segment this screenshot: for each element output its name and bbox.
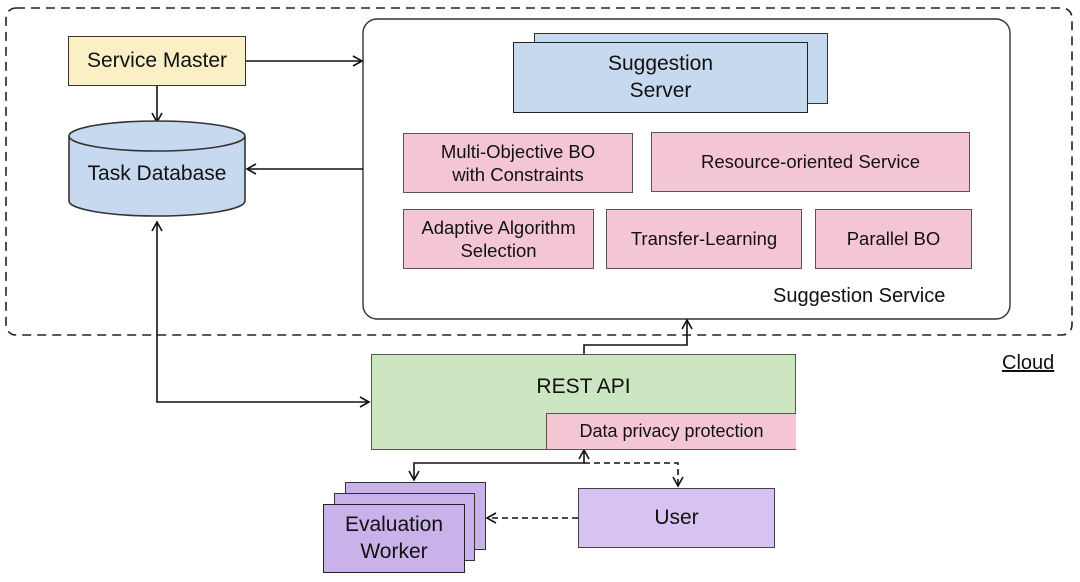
evaluation-worker-box: Evaluation Worker xyxy=(323,504,465,573)
service-master-box: Service Master xyxy=(68,36,246,86)
arrow-rest-api-to-service xyxy=(583,318,693,354)
evaluation-worker-line2: Worker xyxy=(360,539,428,563)
data-privacy-protection-box: Data privacy protection xyxy=(546,413,796,449)
suggestion-server-box: Suggestion Server xyxy=(513,42,808,113)
module-resource-oriented-service: Resource-oriented Service xyxy=(651,132,970,192)
arrow-rest-api-worker xyxy=(408,448,590,482)
module-adaptive-line2: Selection xyxy=(460,240,537,261)
module-resource-oriented-label: Resource-oriented Service xyxy=(700,151,921,173)
module-parallel-bo: Parallel BO xyxy=(815,209,972,269)
suggestion-server-line1: Suggestion xyxy=(607,52,714,76)
module-multi-objective-bo: Multi-Objective BO with Constraints xyxy=(403,133,633,193)
task-database-cylinder xyxy=(68,120,246,217)
module-parallel-bo-label: Parallel BO xyxy=(846,228,941,250)
module-multi-objective-line2: with Constraints xyxy=(452,164,584,185)
suggestion-service-label: Suggestion Service xyxy=(773,285,946,307)
suggestion-server-line2: Server xyxy=(629,78,692,102)
service-master-label: Service Master xyxy=(86,48,228,72)
task-database-label: Task Database xyxy=(87,162,227,185)
module-transfer-learning-label: Transfer-Learning xyxy=(630,228,778,250)
module-multi-objective-line1: Multi-Objective BO xyxy=(440,140,596,162)
data-privacy-protection-label: Data privacy protection xyxy=(579,421,764,442)
rest-api-box: REST API Data privacy protection xyxy=(371,354,796,450)
arrow-database-rest-api xyxy=(151,220,371,408)
evaluation-worker-line1: Evaluation xyxy=(344,513,444,537)
cloud-label: Cloud xyxy=(1002,352,1055,374)
module-adaptive-algorithm-selection: Adaptive Algorithm Selection xyxy=(403,209,594,269)
arrow-rest-api-user xyxy=(584,462,684,488)
cloud-boundary xyxy=(5,7,1073,336)
module-transfer-learning: Transfer-Learning xyxy=(606,209,802,269)
rest-api-label: REST API xyxy=(536,375,631,398)
user-box: User xyxy=(578,488,775,548)
module-adaptive-line1: Adaptive Algorithm xyxy=(421,216,576,238)
user-label: User xyxy=(654,505,699,529)
